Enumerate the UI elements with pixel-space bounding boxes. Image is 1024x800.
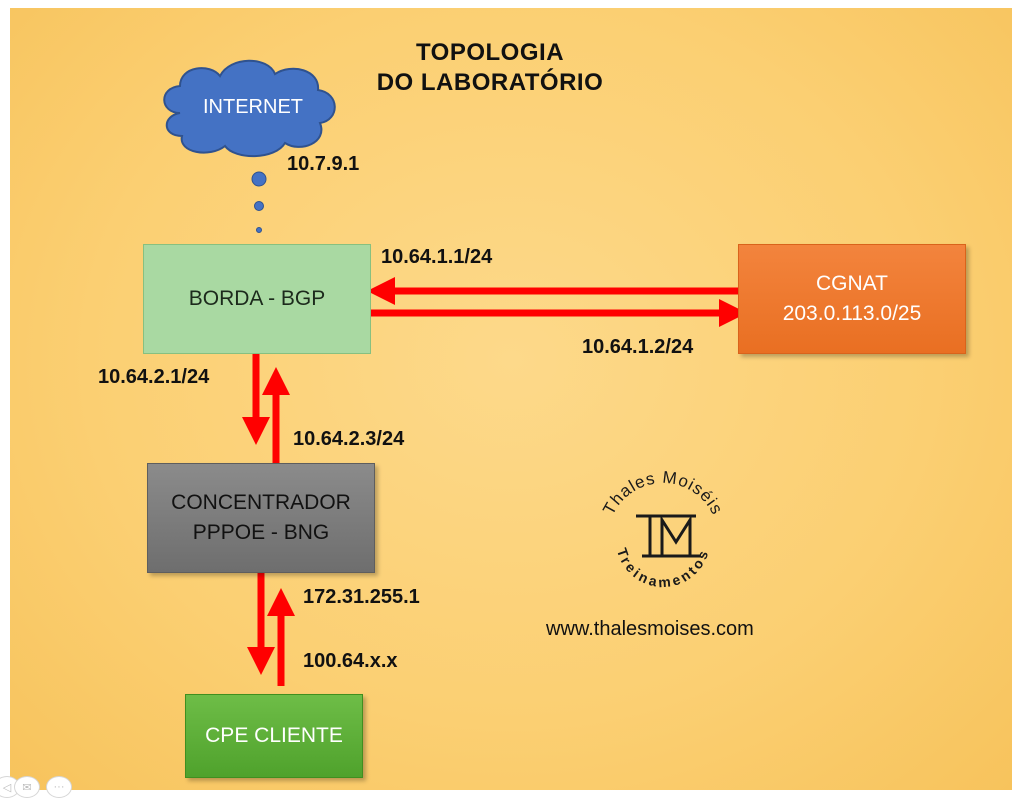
cpe-label: CPE CLIENTE xyxy=(205,724,343,747)
cgnat-label: CGNAT xyxy=(816,272,888,295)
diagram-title: TOPOLOGIA DO LABORATÓRIO xyxy=(310,38,670,98)
website-link[interactable]: www.thalesmoises.com xyxy=(546,618,754,640)
title-line-2: DO LABORATÓRIO xyxy=(376,69,604,96)
concentrador-label: CONCENTRADOR xyxy=(171,491,351,514)
title-line-1: TOPOLOGIA xyxy=(415,39,565,66)
more-options-icon[interactable]: ··· xyxy=(46,776,72,798)
borda-bgp-node: BORDA - BGP xyxy=(143,244,371,354)
cgnat-prefix: 203.0.113.0/25 xyxy=(782,302,922,325)
diagram-canvas: TOPOLOGIA DO LABORATÓRIO xyxy=(10,8,1012,790)
logo-top-text: Thales Moiséis xyxy=(599,468,726,518)
ip-concentrador-cpe: 172.31.255.1 xyxy=(303,586,420,608)
ip-concentrador-borda: 10.64.2.3/24 xyxy=(293,428,405,450)
ip-borda-concentrador: 10.64.2.1/24 xyxy=(98,366,210,388)
borda-label: BORDA - BGP xyxy=(188,287,326,310)
ip-internet-gateway: 10.7.9.1 xyxy=(287,153,360,175)
ip-cpe-pool: 100.64.x.x xyxy=(303,650,398,672)
cgnat-node: CGNAT 203.0.113.0/25 xyxy=(738,244,966,354)
comment-icon[interactable]: ✉ xyxy=(14,776,40,798)
concentrador-node: CONCENTRADOR PPPOE - BNG xyxy=(147,463,375,573)
cloud-link-dots xyxy=(251,171,267,233)
ip-cgnat-borda: 10.64.1.2/24 xyxy=(582,336,694,358)
svg-text:Thales Moiséis: Thales Moiséis xyxy=(599,468,727,518)
cpe-cliente-node: CPE CLIENTE xyxy=(185,694,363,778)
tm-monogram-icon xyxy=(636,514,700,558)
ip-borda-cgnat: 10.64.1.1/24 xyxy=(381,246,493,268)
concentrador-sublabel: PPPOE - BNG xyxy=(192,521,330,544)
internet-cloud-icon xyxy=(163,59,336,158)
connections-layer: Thales Moiséis Treinamentos xyxy=(163,59,750,686)
internet-label: INTERNET xyxy=(203,96,303,118)
thales-moiseis-logo: Thales Moiséis Treinamentos xyxy=(599,468,727,591)
